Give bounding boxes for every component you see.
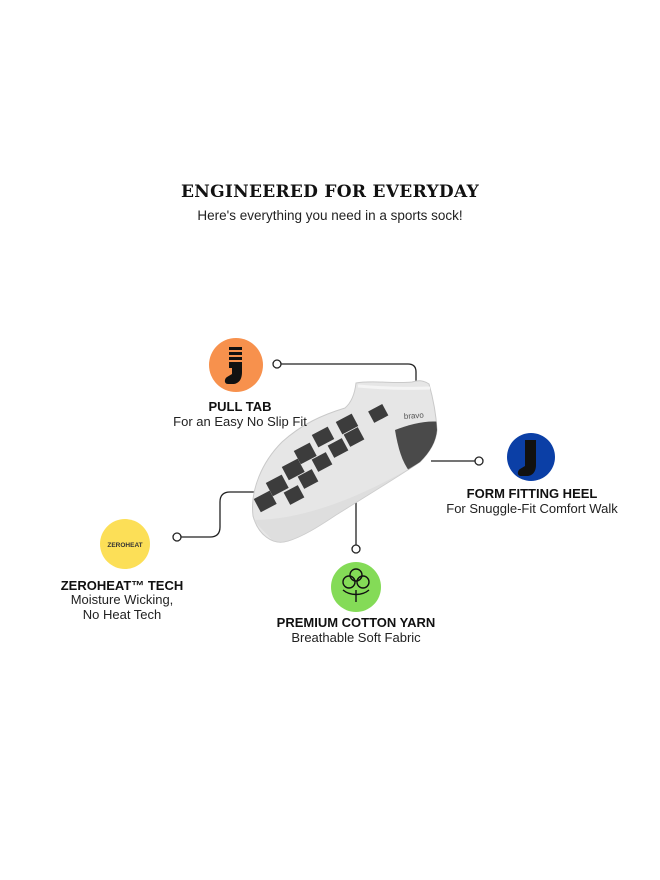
connector-end-points bbox=[172, 359, 484, 554]
pull-tab-badge bbox=[209, 338, 263, 392]
cotton-title: PREMIUM COTTON YARN bbox=[276, 615, 436, 630]
heel-connector-dot bbox=[474, 456, 484, 466]
page-title: ENGINEERED FOR EVERYDAY bbox=[180, 182, 480, 202]
checker-pattern bbox=[253, 403, 389, 513]
zeroheat-badge: ZEROHEAT bbox=[100, 519, 150, 569]
cotton-badge bbox=[331, 562, 381, 612]
page-subtitle: Here's everything you need in a sports s… bbox=[197, 208, 463, 223]
zeroheat-description-line1: Moisture Wicking, bbox=[70, 592, 174, 607]
sock-icon bbox=[224, 347, 242, 384]
zeroheat-description: Moisture Wicking, No Heat Tech bbox=[22, 592, 222, 622]
zeroheat-title: ZEROHEAT™ TECH bbox=[60, 578, 184, 593]
sock-icon bbox=[517, 440, 536, 476]
heel-badge bbox=[507, 433, 555, 481]
sock-brand-mark: bravo bbox=[404, 411, 425, 421]
cotton-flower-icon bbox=[342, 568, 370, 602]
pull-tab-title: PULL TAB bbox=[208, 399, 272, 414]
heel-title: FORM FITTING HEEL bbox=[466, 486, 598, 501]
zeroheat-connector-dot bbox=[172, 532, 182, 542]
zeroheat-description-line2: No Heat Tech bbox=[82, 607, 162, 622]
pull-tab-connector bbox=[281, 363, 417, 382]
heel-description: For Snuggle-Fit Comfort Walk bbox=[446, 501, 618, 516]
pull-tab-description: For an Easy No Slip Fit bbox=[173, 414, 307, 429]
pull-tab-connector-dot bbox=[272, 359, 282, 369]
cotton-connector-dot bbox=[351, 544, 361, 554]
connector-lines bbox=[181, 363, 476, 545]
zeroheat-logo: ZEROHEAT bbox=[107, 542, 142, 549]
cotton-description: Breathable Soft Fabric bbox=[291, 630, 421, 645]
zeroheat-connector bbox=[181, 491, 262, 538]
